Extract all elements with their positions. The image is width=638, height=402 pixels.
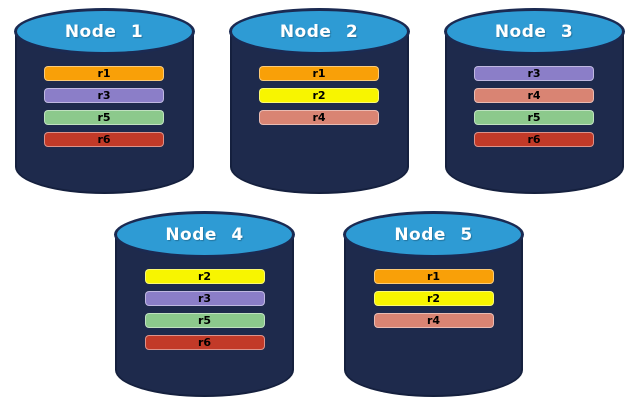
replica-label-r5: r5 [97, 111, 111, 124]
node-5-replica-list: r1 r2 r4 [343, 269, 524, 328]
replica-bar-r5: r5 [44, 110, 164, 125]
replica-bar-r4: r4 [259, 110, 379, 125]
node-5-top-ellipse: Node 5 [343, 211, 524, 258]
node-4-cylinder: Node 4 r2 r3 r5 r6 [114, 211, 295, 397]
replica-bar-r2: r2 [373, 291, 494, 306]
replica-label-r1: r1 [97, 67, 111, 80]
replica-label-r3: r3 [527, 67, 541, 80]
replica-bar-r6: r6 [474, 132, 594, 147]
replica-label-r5: r5 [197, 314, 212, 327]
node-1-title: Node 1 [64, 21, 144, 42]
replica-bar-r1: r1 [259, 66, 379, 81]
replica-label-r1: r1 [312, 67, 326, 80]
replica-label-r6: r6 [97, 133, 111, 146]
node-3-top-ellipse: Node 3 [443, 8, 625, 55]
node-1-top-ellipse: Node 1 [13, 8, 195, 55]
node-5-title: Node 5 [394, 224, 473, 245]
replica-bar-r3: r3 [44, 88, 164, 103]
node-2-title: Node 2 [279, 21, 359, 42]
node-3-title: Node 3 [494, 21, 574, 42]
replica-bar-r5: r5 [474, 110, 594, 125]
replica-bar-r6: r6 [44, 132, 164, 147]
replica-bar-r1: r1 [44, 66, 164, 81]
node-3-cylinder: Node 3 r3 r4 r5 r6 [443, 8, 625, 194]
node-4-top-ellipse: Node 4 [114, 211, 295, 258]
replica-bar-r6: r6 [144, 335, 265, 350]
node-3-replica-list: r3 r4 r5 r6 [444, 66, 625, 147]
replica-label-r5: r5 [527, 111, 541, 124]
replica-bar-r5: r5 [144, 313, 265, 328]
replica-bar-r2: r2 [144, 269, 265, 284]
node-2-top-ellipse: Node 2 [228, 8, 410, 55]
replica-bar-r1: r1 [373, 269, 494, 284]
replica-bar-r3: r3 [144, 291, 265, 306]
node-4-title: Node 4 [165, 224, 244, 245]
node-2-replica-list: r1 r2 r4 [229, 66, 410, 125]
replica-label-r3: r3 [97, 89, 111, 102]
replica-label-r1: r1 [426, 270, 441, 283]
node-5-cylinder: Node 5 r1 r2 r4 [343, 211, 524, 397]
node-2-cylinder: Node 2 r1 r2 r4 [228, 8, 410, 194]
replica-label-r2: r2 [426, 292, 441, 305]
replica-bar-r4: r4 [373, 313, 494, 328]
replica-bar-r2: r2 [259, 88, 379, 103]
top-row: Node 1 r1 r3 r5 r6 Node 2 [0, 0, 638, 194]
bottom-row: Node 4 r2 r3 r5 r6 Node 5 [0, 211, 638, 397]
replica-label-r4: r4 [527, 89, 541, 102]
node-4-replica-list: r2 r3 r5 r6 [114, 269, 295, 350]
replica-label-r2: r2 [312, 89, 326, 102]
replica-label-r3: r3 [197, 292, 212, 305]
node-1-replica-list: r1 r3 r5 r6 [14, 66, 195, 147]
replica-label-r4: r4 [426, 314, 441, 327]
replica-bar-r4: r4 [474, 88, 594, 103]
replica-label-r2: r2 [197, 270, 212, 283]
node-1-cylinder: Node 1 r1 r3 r5 r6 [13, 8, 195, 194]
replica-bar-r3: r3 [474, 66, 594, 81]
replica-label-r6: r6 [197, 336, 212, 349]
replica-label-r4: r4 [312, 111, 326, 124]
replica-label-r6: r6 [527, 133, 541, 146]
